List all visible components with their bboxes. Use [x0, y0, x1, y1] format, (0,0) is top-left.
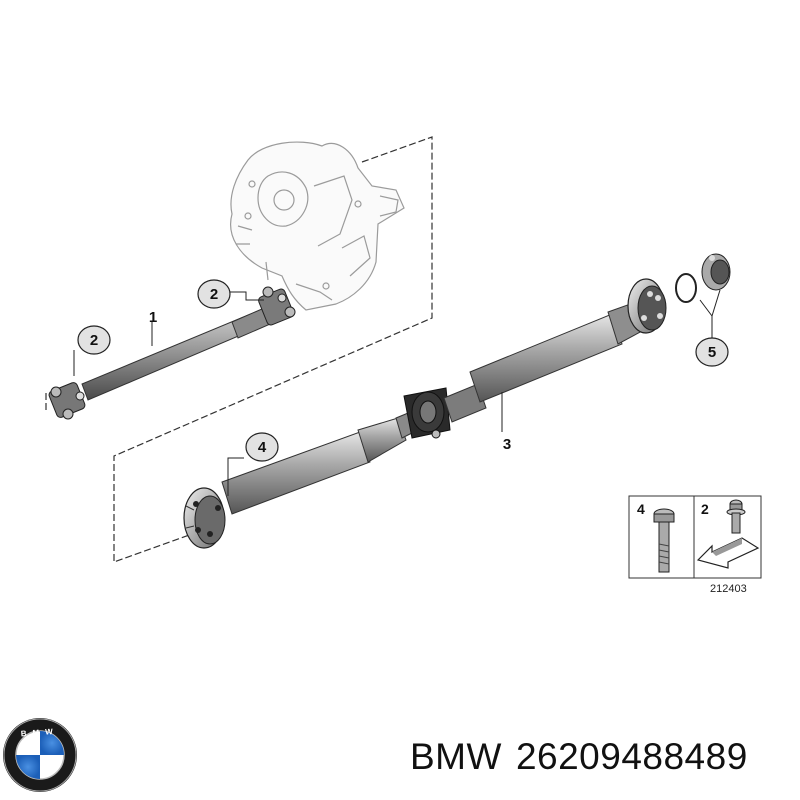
long-bolt-image	[653, 508, 675, 573]
svg-text:2: 2	[210, 286, 218, 303]
callout-4: 4	[245, 432, 279, 462]
mounting-arrow-icon	[696, 537, 760, 569]
svg-text:2: 2	[90, 332, 98, 349]
callout-5: 5	[695, 337, 729, 367]
callout-3: 3	[503, 436, 511, 453]
brand-name: BMW	[410, 736, 502, 777]
rear-flange-joint	[627, 278, 667, 334]
bmw-logo: BMW	[3, 718, 77, 792]
front-shaft-front-joint	[48, 382, 86, 420]
svg-text:1: 1	[149, 309, 157, 326]
center-support-bearing	[403, 387, 451, 439]
front-shaft-rear-joint	[258, 286, 296, 326]
callout-2-front-joint: 2	[77, 325, 111, 355]
part-number: 26209488489	[515, 736, 748, 777]
svg-text:3: 3	[503, 436, 511, 453]
short-bolt-image	[726, 499, 746, 534]
leader-lines	[73, 289, 721, 496]
rear-driveshaft	[183, 278, 667, 549]
callout-1: 1	[149, 309, 157, 326]
svg-text:BMW: BMW	[21, 727, 60, 739]
legend-label-4: 4	[637, 501, 645, 517]
part-caption: BMW 26209488489	[410, 736, 795, 786]
front-flange-joint	[183, 487, 226, 549]
legend-label-2: 2	[701, 501, 709, 517]
svg-text:4: 4	[258, 439, 267, 456]
callout-2-transfer-case: 2	[197, 279, 231, 309]
diagram-code: 212403	[710, 583, 747, 595]
transfer-case-image	[230, 141, 405, 311]
assembly-dashed-lines	[45, 136, 433, 563]
rear-diff-flange-nut	[675, 253, 731, 303]
front-driveshaft	[48, 286, 296, 420]
svg-text:5: 5	[708, 344, 716, 361]
bolt-legend-box: 4 2	[628, 495, 762, 579]
